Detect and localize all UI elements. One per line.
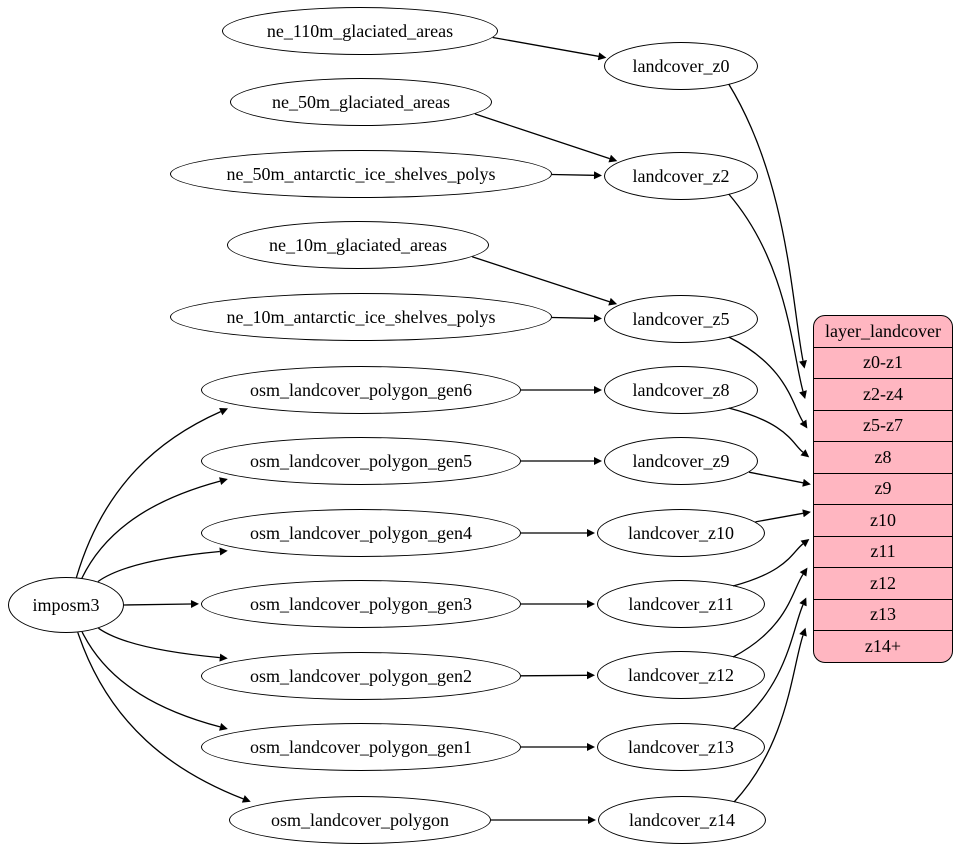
node-label: ne_10m_glaciated_areas (269, 234, 447, 255)
node-osm_landcover_polygon_gen2: osm_landcover_polygon_gen2 (201, 652, 521, 700)
node-label: landcover_z2 (632, 165, 730, 186)
node-label: osm_landcover_polygon_gen6 (250, 379, 472, 400)
table-row-label: z0-z1 (863, 352, 903, 373)
node-label: osm_landcover_polygon_gen2 (250, 665, 472, 686)
edge-ne_110m_glaciated_areas-to-landcover_z0 (492, 36, 607, 61)
node-landcover_z13: landcover_z13 (597, 723, 765, 771)
table-row-label: z11 (870, 541, 896, 562)
node-label: landcover_z9 (632, 450, 730, 471)
table-rows: z0-z1 z2-z4 z5-z7 z8 z9 z10 z11 z12 z13 z14+ (814, 346, 952, 662)
table-header-label: layer_landcover (825, 320, 941, 341)
node-landcover_z2: landcover_z2 (604, 152, 758, 200)
node-osm_landcover_polygon_gen4: osm_landcover_polygon_gen4 (201, 509, 521, 557)
node-label: osm_landcover_polygon (271, 809, 449, 830)
edge-imposm3-to-osm_landcover_polygon_gen5 (81, 477, 228, 579)
table-row-z13: z13 (814, 598, 952, 631)
node-landcover_z0: landcover_z0 (604, 42, 758, 90)
node-osm_landcover_polygon_gen6: osm_landcover_polygon_gen6 (201, 366, 521, 414)
table-row-label: z8 (874, 446, 892, 467)
table-row-z10: z10 (814, 504, 952, 536)
table-row-z8: z8 (814, 441, 952, 473)
node-label: imposm3 (32, 594, 100, 615)
node-landcover_z14: landcover_z14 (598, 796, 766, 844)
edge-ne_50m_antarctic_ice_shelves_polys-to-landcover_z2 (551, 171, 602, 180)
table-layer_landcover: layer_landcover z0-z1 z2-z4 z5-z7 z8 z9 z10 z1… (813, 315, 953, 663)
node-label: landcover_z14 (629, 809, 735, 830)
table-row-z9: z9 (814, 472, 952, 505)
table-row-label: z13 (870, 604, 896, 625)
table-row-label: z12 (870, 572, 896, 593)
node-label: osm_landcover_polygon_gen4 (250, 522, 472, 543)
node-label: landcover_z8 (632, 379, 730, 400)
node-label: ne_110m_glaciated_areas (266, 20, 454, 41)
edge-landcover_z11-to-layer_landcover:z11 (732, 538, 810, 587)
table-row-label: z2-z4 (863, 383, 903, 404)
table-row-label: z10 (870, 509, 896, 530)
table-row-z0-z1: z0-z1 (814, 346, 952, 379)
edge-landcover_z10-to-layer_landcover:z10 (755, 509, 811, 523)
edge-landcover_z9-to-layer_landcover:z9 (748, 471, 811, 487)
node-label: landcover_z11 (628, 593, 734, 614)
node-label: ne_50m_glaciated_areas (272, 91, 450, 112)
node-label: ne_10m_antarctic_ice_shelves_polys (226, 306, 496, 327)
table-row-z12: z12 (814, 567, 952, 599)
table-row-label: z14+ (864, 635, 902, 656)
node-label: landcover_z10 (628, 522, 734, 543)
node-ne_50m_antarctic_ice_shelves_polys: ne_50m_antarctic_ice_shelves_polys (170, 150, 552, 198)
edge-ne_10m_glaciated_areas-to-landcover_z5 (471, 256, 618, 306)
edge-imposm3-to-osm_landcover_polygon_gen6 (75, 407, 229, 578)
node-landcover_z11: landcover_z11 (597, 580, 765, 628)
node-label: landcover_z0 (632, 55, 730, 76)
edge-imposm3-to-osm_landcover_polygon_gen3 (123, 600, 199, 608)
edge-imposm3-to-osm_landcover_polygon (77, 632, 251, 803)
table-row-label: z9 (874, 478, 892, 499)
node-ne_110m_glaciated_areas: ne_110m_glaciated_areas (222, 7, 498, 55)
table-row-z5-z7: z5-z7 (814, 409, 952, 442)
node-landcover_z5: landcover_z5 (604, 295, 758, 343)
node-osm_landcover_polygon: osm_landcover_polygon (229, 796, 491, 844)
node-landcover_z9: landcover_z9 (604, 437, 758, 485)
node-landcover_z12: landcover_z12 (597, 651, 765, 699)
node-label: osm_landcover_polygon_gen3 (250, 593, 472, 614)
node-label: landcover_z13 (628, 736, 734, 757)
node-landcover_z8: landcover_z8 (604, 366, 758, 414)
table-row-label: z5-z7 (863, 415, 903, 436)
table-row-z11: z11 (814, 535, 952, 568)
edge-imposm3-to-osm_landcover_polygon_gen1 (81, 631, 228, 731)
table-header: layer_landcover (814, 316, 952, 347)
node-osm_landcover_polygon_gen5: osm_landcover_polygon_gen5 (201, 437, 521, 485)
edge-osm_landcover_polygon_gen2-to-landcover_z12 (520, 671, 595, 680)
node-imposm3: imposm3 (8, 577, 124, 633)
node-label: landcover_z12 (628, 664, 734, 685)
node-label: osm_landcover_polygon_gen1 (250, 736, 472, 757)
node-label: osm_landcover_polygon_gen5 (250, 450, 472, 471)
table-row-z14+: z14+ (814, 630, 952, 662)
edge-ne_10m_antarctic_ice_shelves_polys-to-landcover_z5 (551, 314, 602, 323)
node-osm_landcover_polygon_gen3: osm_landcover_polygon_gen3 (201, 580, 521, 628)
edge-landcover_z2-to-layer_landcover:z2-z4 (728, 193, 807, 400)
node-ne_50m_glaciated_areas: ne_50m_glaciated_areas (230, 78, 492, 126)
node-landcover_z10: landcover_z10 (597, 509, 765, 557)
edge-ne_50m_glaciated_areas-to-landcover_z2 (474, 113, 618, 163)
node-label: landcover_z5 (632, 308, 730, 329)
node-ne_10m_glaciated_areas: ne_10m_glaciated_areas (227, 221, 489, 269)
edge-imposm3-to-osm_landcover_polygon_gen4 (97, 547, 228, 583)
node-label: ne_50m_antarctic_ice_shelves_polys (226, 163, 496, 184)
node-osm_landcover_polygon_gen1: osm_landcover_polygon_gen1 (201, 723, 521, 771)
edge-imposm3-to-osm_landcover_polygon_gen2 (98, 627, 228, 662)
node-ne_10m_antarctic_ice_shelves_polys: ne_10m_antarctic_ice_shelves_polys (170, 293, 552, 341)
table-row-z2-z4: z2-z4 (814, 378, 952, 410)
